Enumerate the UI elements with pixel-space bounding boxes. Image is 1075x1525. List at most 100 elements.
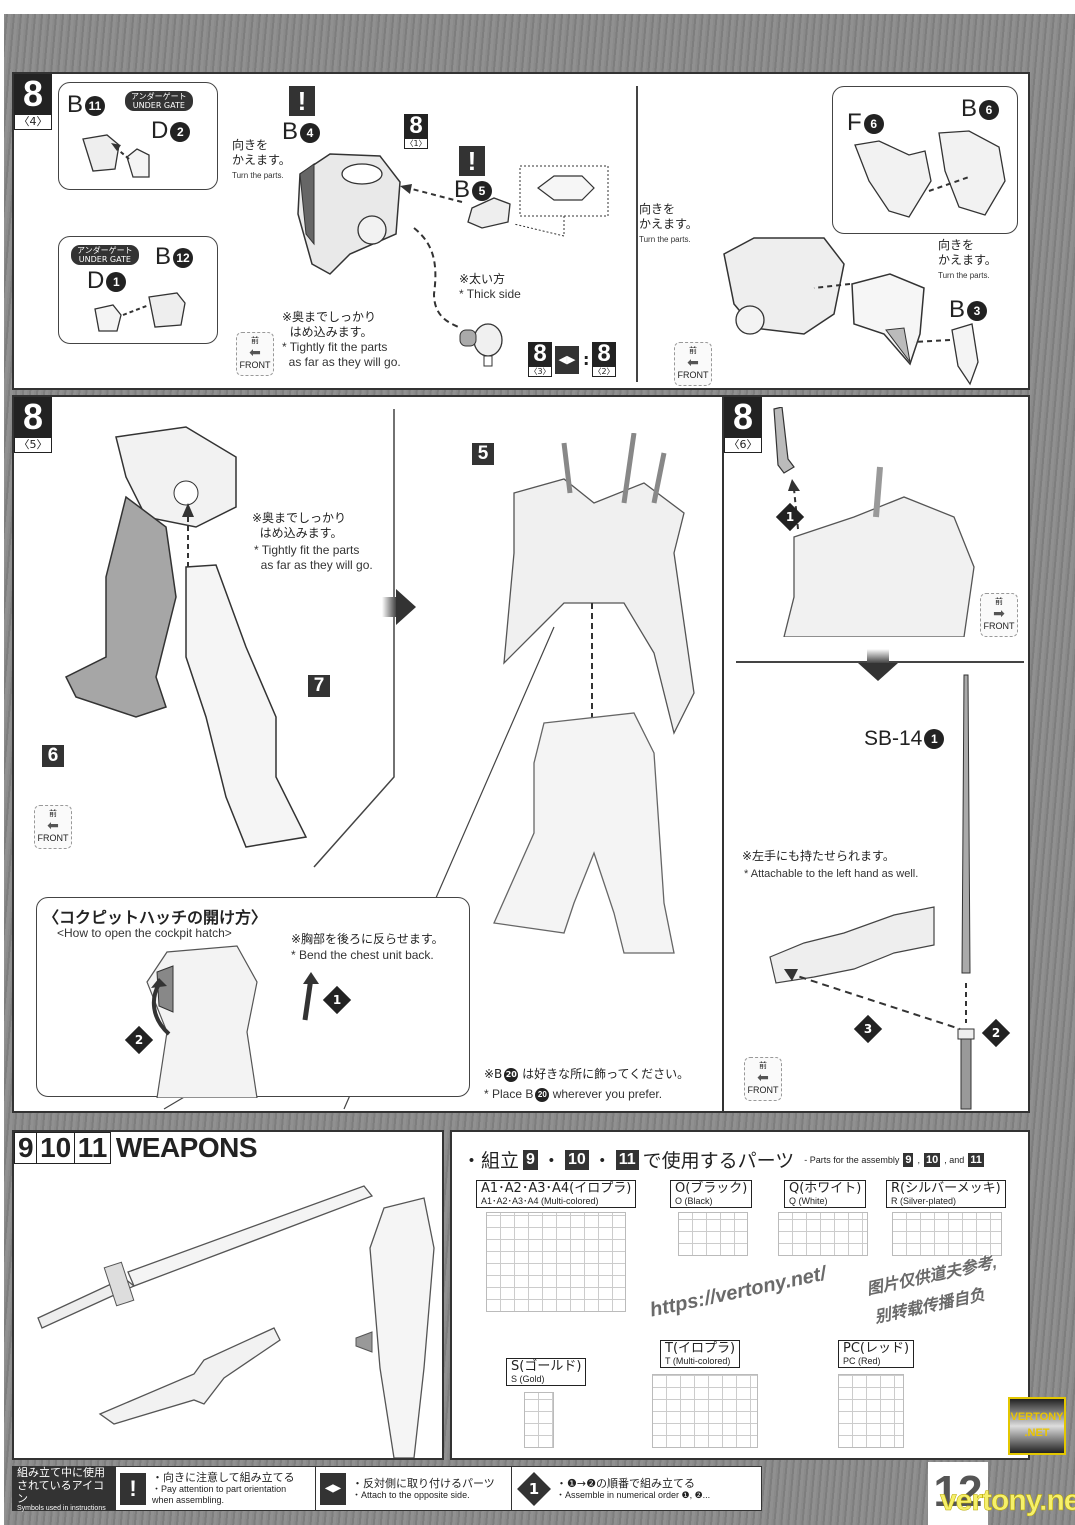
part-letter: F <box>847 109 862 136</box>
part-number: 6 <box>863 113 884 134</box>
runner-label-pc: PC(レッド)PC (Red) <box>838 1340 915 1368</box>
part-number: 11 <box>85 95 106 116</box>
left-hand-note-en: * Attachable to the left hand as well. <box>744 868 919 880</box>
parts-used-panel: ・組立 9・ 10・ 11 で使用するパーツ - Parts for the a… <box>450 1130 1030 1460</box>
legend-header: 組み立て中に使用 されているアイコン Symbols used in instr… <box>13 1466 116 1512</box>
step-substep: 〈6〉 <box>724 437 762 453</box>
fit-tightly-en: * Tightly fit the parts as far as they w… <box>254 543 373 572</box>
part-number: 1 <box>106 271 127 292</box>
part-letter: B <box>282 118 299 145</box>
part-letter: B <box>454 176 471 203</box>
runner-label-r: R(シルバーメッキ)R (Silver-plated) <box>886 1180 1006 1208</box>
dashed-arrow <box>413 227 461 329</box>
torso-assembly-illustration <box>723 237 951 366</box>
sword-illustration <box>957 674 975 1110</box>
step-number-9: 9 <box>14 1132 38 1164</box>
fit-tightly-jp: ※奥までしっかり はめ込みます。 <box>282 310 377 339</box>
arrow-left-icon: ⬅ <box>47 818 59 834</box>
step-substep: 〈4〉 <box>14 114 52 130</box>
turn-parts-jp: 向きをかえます。 <box>639 202 698 231</box>
part-number: 6 <box>979 99 1000 120</box>
gate-jp: アンダーゲート <box>77 246 133 255</box>
torso-assembly-illustration <box>297 153 401 275</box>
step-number-11: 11 <box>73 1132 112 1164</box>
curved-arrow-icon <box>302 972 319 1021</box>
part-number: 4 <box>300 122 321 143</box>
bend-chest-en: * Bend the chest unit back. <box>291 948 434 962</box>
order-badge-1: 1 <box>322 985 352 1015</box>
runner-q-image <box>778 1212 868 1256</box>
watermark-site: vertony.net <box>940 1484 1075 1518</box>
weapons-header: 9 10 11 WEAPONS <box>14 1132 258 1164</box>
part-number: 12 <box>173 247 194 268</box>
divider <box>636 86 638 382</box>
part-number: 3 <box>967 300 988 321</box>
part-letter: B <box>67 91 84 118</box>
arrow-left-icon: ⬅ <box>757 1070 769 1086</box>
order-badge-1: 1 <box>775 502 805 532</box>
order-badge-3: 3 <box>853 1014 883 1044</box>
turn-parts-jp: 向きをかえます。 <box>938 238 997 267</box>
part-number: 5 <box>472 180 493 201</box>
dashed-arrow <box>400 184 463 203</box>
part-letter: B <box>961 95 978 122</box>
thick-side-jp: ※太い方 <box>459 272 506 286</box>
legs-assembly-illustration <box>64 426 308 848</box>
turn-parts-en: Turn the parts. <box>639 235 691 244</box>
part-illustration <box>854 130 1006 218</box>
next-arrow-stem <box>382 597 396 617</box>
opposite-right-substep: 〈2〉 <box>592 366 616 377</box>
runner-s-image <box>524 1392 554 1448</box>
front-direction-badge: 前⬅FRONT <box>236 332 274 376</box>
runner-o-image <box>678 1212 748 1256</box>
gate-jp: アンダーゲート <box>131 92 187 101</box>
fit-tightly-en: * Tightly fit the parts as far as they w… <box>282 340 401 369</box>
hatch-title-en: <How to open the cockpit hatch> <box>57 926 232 940</box>
step-number-10: 10 <box>36 1132 76 1164</box>
part-letter: B <box>949 296 966 323</box>
cockpit-hatch-callout: 〈コクピットハッチの開け方〉 <How to open the cockpit … <box>36 897 470 1098</box>
opposite-side-icon: ◀▶ <box>555 346 579 374</box>
turn-parts-jp: 向きをかえます。 <box>232 138 291 167</box>
step-substep: 〈5〉 <box>14 437 52 453</box>
assembly-label-5: 5 <box>472 443 494 465</box>
ref-step-substep: 〈1〉 <box>404 138 428 149</box>
page-number: 12 <box>928 1462 988 1525</box>
arrow-left-icon: ⬅ <box>249 345 261 361</box>
watermark-logo: VERTONY.NET <box>1008 1397 1066 1455</box>
runner-a-image <box>486 1212 626 1312</box>
runner-label-a: A1･A2･A3･A4(イロプラ)A1･A2･A3･A4 (Multi-colo… <box>476 1180 637 1208</box>
order-badge-2: 2 <box>981 1018 1011 1048</box>
order-diamond-icon: 1 <box>517 1471 551 1506</box>
runner-label-q: Q(ホワイト)Q (White) <box>784 1180 867 1208</box>
weapons-title: WEAPONS <box>115 1132 258 1163</box>
hand-illustration <box>769 906 961 1030</box>
gate-en: UNDER GATE <box>78 255 131 264</box>
cockpit-illustration <box>146 945 258 1098</box>
watermark-url: https://vertony.net/ <box>648 1262 828 1322</box>
part-illustration <box>94 292 186 332</box>
part-b3-illustration <box>951 323 979 386</box>
runner-label-t: T(イロプラ)T (Multi-colored) <box>660 1340 741 1368</box>
assembly-label-6: 6 <box>42 745 64 767</box>
arrow-right-icon: ➡ <box>993 606 1005 622</box>
part-number: 2 <box>170 121 191 142</box>
bend-chest-jp: ※胸部を後ろに反らせます。 <box>291 932 444 946</box>
upper-body-illustration <box>773 407 975 637</box>
legend-item-orientation: ! ・向きに注意して組み立てる・Pay attention to part or… <box>116 1467 316 1510</box>
part-letter: B <box>155 243 172 270</box>
